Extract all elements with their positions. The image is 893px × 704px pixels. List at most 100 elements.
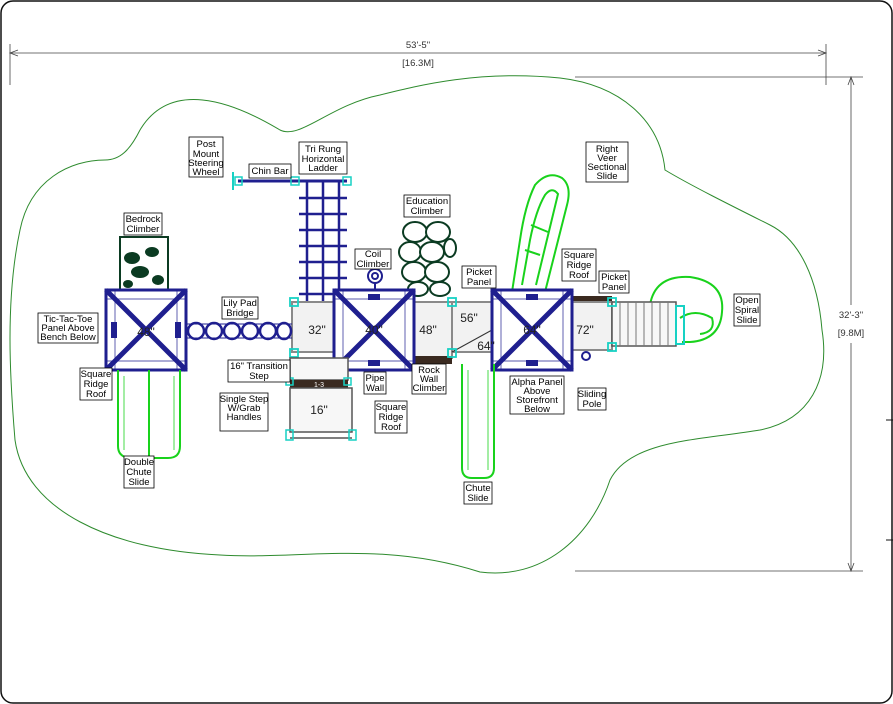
svg-text:Above: Above [524,386,551,397]
svg-text:Tri Rung: Tri Rung [305,144,341,155]
svg-text:Wall: Wall [366,383,384,394]
square-ridge-roof-48 [104,288,188,372]
label-right-veer-sectional-slide: Right Veer Sectional Slide [585,141,629,183]
svg-text:Ridge: Ridge [84,379,109,390]
svg-text:Open: Open [735,295,758,306]
slide-platform [611,301,685,347]
svg-text:Ridge: Ridge [379,412,404,423]
sliding-pole [581,351,591,361]
label-bedrock-climber: Bedrock Climber [123,212,163,236]
svg-text:Bedrock: Bedrock [126,214,161,225]
svg-text:Bridge: Bridge [226,308,253,319]
label-square-ridge-roof-top: Square Ridge Roof [561,248,597,282]
svg-text:Chin Bar: Chin Bar [252,166,289,177]
label-picket-panel-left: Picket Panel [461,265,497,289]
svg-text:Picket: Picket [601,272,627,283]
label-chute-slide: Chute Slide [463,481,493,505]
svg-text:Post: Post [196,139,215,150]
step-height-label: 16" [310,403,328,417]
width-dimension [8,44,828,85]
svg-text:Mount: Mount [193,149,220,160]
label-post-mount-steering-wheel: Post Mount Steering Wheel [188,136,224,178]
svg-text:Slide: Slide [467,493,488,504]
rock-wall-climber [414,356,452,364]
label-square-ridge-roof-left: Square Ridge Roof [79,367,113,401]
svg-text:Sliding: Sliding [578,389,607,400]
deck-height-72: 72" [576,323,594,337]
label-tic-tac-toe-panel: Tic-Tac-Toe Panel Above Bench Below [37,312,99,344]
svg-text:Climber: Climber [411,206,444,217]
open-spiral-slide [649,275,724,343]
svg-text:Square: Square [376,402,407,413]
svg-text:Ladder: Ladder [308,163,338,174]
label-open-spiral-slide: Open Spiral Slide [733,293,761,327]
svg-text:Horizontal: Horizontal [302,154,345,165]
label-education-climber: Education Climber [403,194,451,218]
svg-text:Lily Pad: Lily Pad [223,298,257,309]
width-dimension-metric: [16.3M] [402,58,434,69]
svg-text:Pipe: Pipe [365,373,384,384]
deck-posts [289,297,617,358]
svg-text:Square: Square [81,369,112,380]
svg-text:Climber: Climber [127,224,160,235]
label-square-ridge-roof-middle: Square Ridge Roof [374,400,408,434]
step-mark-upper: 1-3 [314,382,324,389]
width-dimension-imperial: 53'-5" [406,40,430,51]
deck-height-40: 40" [365,323,383,337]
svg-text:16" Transition: 16" Transition [230,361,288,372]
svg-text:Pole: Pole [582,399,601,410]
label-rock-wall-climber: Rock Wall Climber [411,363,447,395]
svg-text:Climber: Climber [357,259,390,270]
svg-text:Climber: Climber [413,383,446,394]
label-picket-panel-right: Picket Panel [598,270,630,294]
education-climber [398,221,457,297]
label-lily-pad-bridge: Lily Pad Bridge [221,296,259,320]
label-tri-rung-horizontal-ladder: Tri Rung Horizontal Ladder [298,141,348,175]
svg-text:Ridge: Ridge [567,260,592,271]
label-transition-step: 16" Transition Step [227,359,291,383]
svg-text:Chute: Chute [465,483,490,494]
svg-text:Tic-Tac-Toe: Tic-Tac-Toe [44,314,93,325]
square-ridge-roof-64 [490,288,574,372]
label-alpha-panel: Alpha Panel Above Storefront Below [509,375,565,415]
single-step-with-grab-handles [285,387,357,441]
label-coil-climber: Coil Climber [354,248,392,270]
svg-text:Roof: Roof [86,389,106,400]
label-sliding-pole: Sliding Pole [577,387,607,411]
svg-text:Wheel: Wheel [193,167,220,178]
svg-text:Right: Right [596,144,619,155]
chin-bar [238,176,352,186]
label-single-step: Single Step W/Grab Handles [219,392,269,432]
svg-text:Spiral: Spiral [735,305,759,316]
deck-height-56: 56" [460,311,478,325]
bedrock-climber [119,236,169,294]
svg-text:Education: Education [406,196,448,207]
svg-text:Roof: Roof [381,422,401,433]
svg-text:Chute: Chute [126,467,151,478]
svg-text:Step: Step [249,371,269,382]
picket-panel-right [572,296,612,301]
deck-height-48: 48" [137,325,155,339]
svg-text:Veer: Veer [597,153,617,164]
chute-slide [461,364,495,479]
label-chin-bar: Chin Bar [248,163,292,179]
svg-text:W/Grab: W/Grab [228,403,261,414]
svg-text:Panel: Panel [467,277,491,288]
height-dimension-metric: [9.8M] [838,328,864,339]
svg-text:Double: Double [124,457,154,468]
height-dimension-mask [832,305,872,343]
tri-rung-horizontal-ladder [299,180,347,302]
svg-text:Bench Below: Bench Below [40,332,96,343]
svg-text:Below: Below [524,404,550,415]
height-dimension-imperial: 32'-3" [839,310,863,321]
svg-text:Sectional: Sectional [587,162,626,173]
svg-text:Square: Square [564,250,595,261]
svg-text:Handles: Handles [227,412,262,423]
svg-text:Panel Above: Panel Above [41,323,94,334]
svg-text:Alpha Panel: Alpha Panel [511,377,562,388]
svg-text:Rock: Rock [418,365,440,376]
svg-text:Panel: Panel [602,282,626,293]
deck-height-32: 32" [308,323,326,337]
deck-height-64: 64" [523,323,541,337]
